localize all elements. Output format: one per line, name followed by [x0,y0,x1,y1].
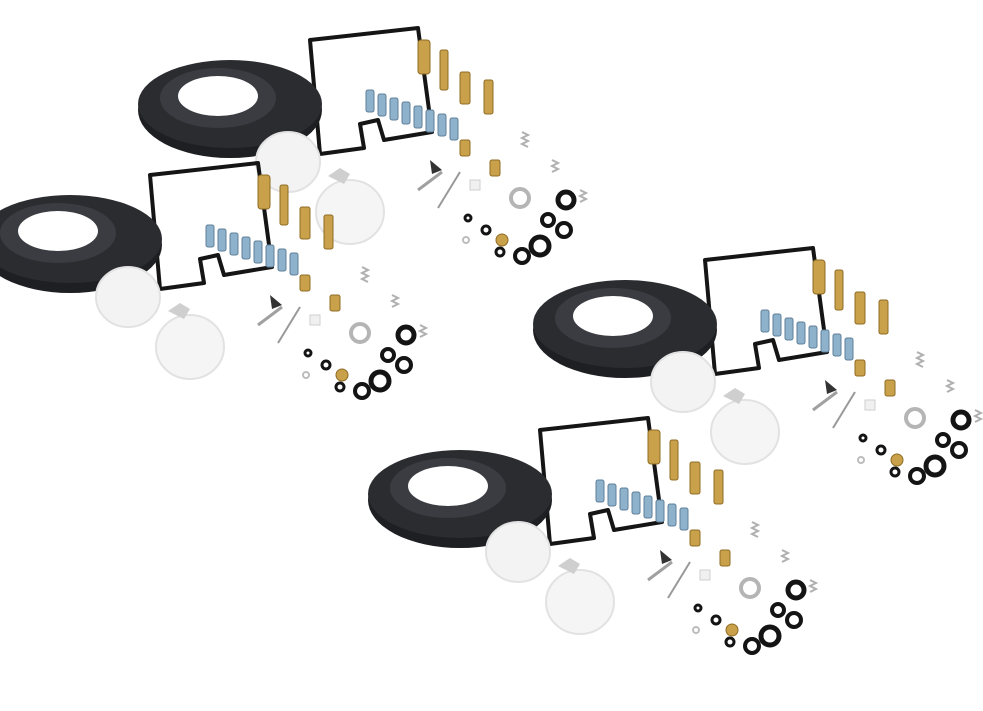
kit-3 [533,248,981,483]
kit-1 [138,28,586,263]
